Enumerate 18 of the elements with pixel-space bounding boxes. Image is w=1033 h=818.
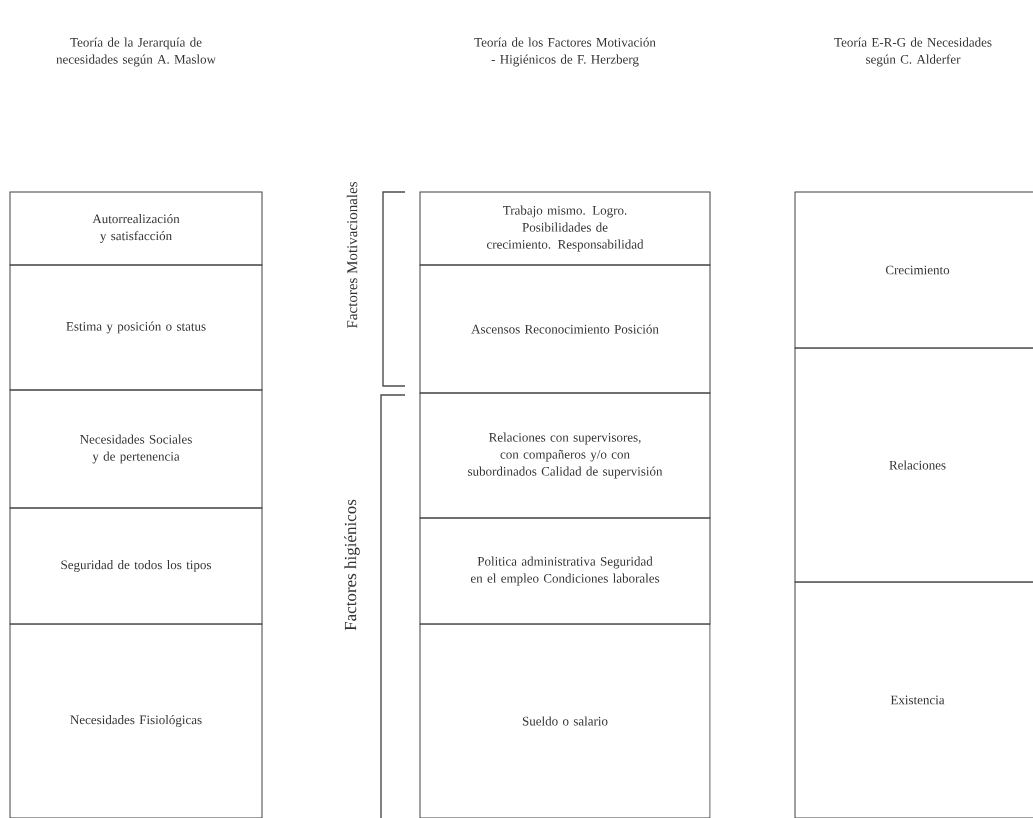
level-box: Sueldo o salario bbox=[419, 623, 711, 818]
column-heading: Teoría de la Jerarquía de necesidades según A. Maslow bbox=[56, 37, 216, 67]
column-heading: Teoría de los Factores Motivación - Higiénicos de F. Herzberg bbox=[474, 37, 656, 67]
level-box: Politica administrativa Seguridad en el empleo Condiciones laborales bbox=[419, 517, 711, 625]
level-box: Crecimiento bbox=[794, 191, 1033, 349]
level-box: Seguridad de todos los tipos bbox=[9, 507, 263, 625]
level-box: Relaciones bbox=[794, 347, 1033, 583]
level-box: Necesidades Fisiológicas bbox=[9, 623, 263, 818]
column-heading: Teoría E-R-G de Necesidades según C. Alderfer bbox=[834, 37, 992, 67]
level-box: Autorrealización y satisfacción bbox=[9, 191, 263, 266]
level-box: Necesidades Sociales y de pertenencia bbox=[9, 389, 263, 509]
bracket-label: Factores higiénicos bbox=[344, 499, 360, 631]
level-box: Estima y posición o status bbox=[9, 264, 263, 391]
level-box: Relaciones con supervisores, con compañeros y/o con subordinados Calidad de supervisión bbox=[419, 392, 711, 519]
level-box: Ascensos Reconocimiento Posición bbox=[419, 264, 711, 394]
bracket-label: Factores Motivacionales bbox=[346, 182, 358, 329]
level-box: Trabajo mismo. Logro. Posibilidades de crecimiento. Responsabilidad bbox=[419, 191, 711, 266]
level-box: Existencia bbox=[794, 581, 1033, 818]
